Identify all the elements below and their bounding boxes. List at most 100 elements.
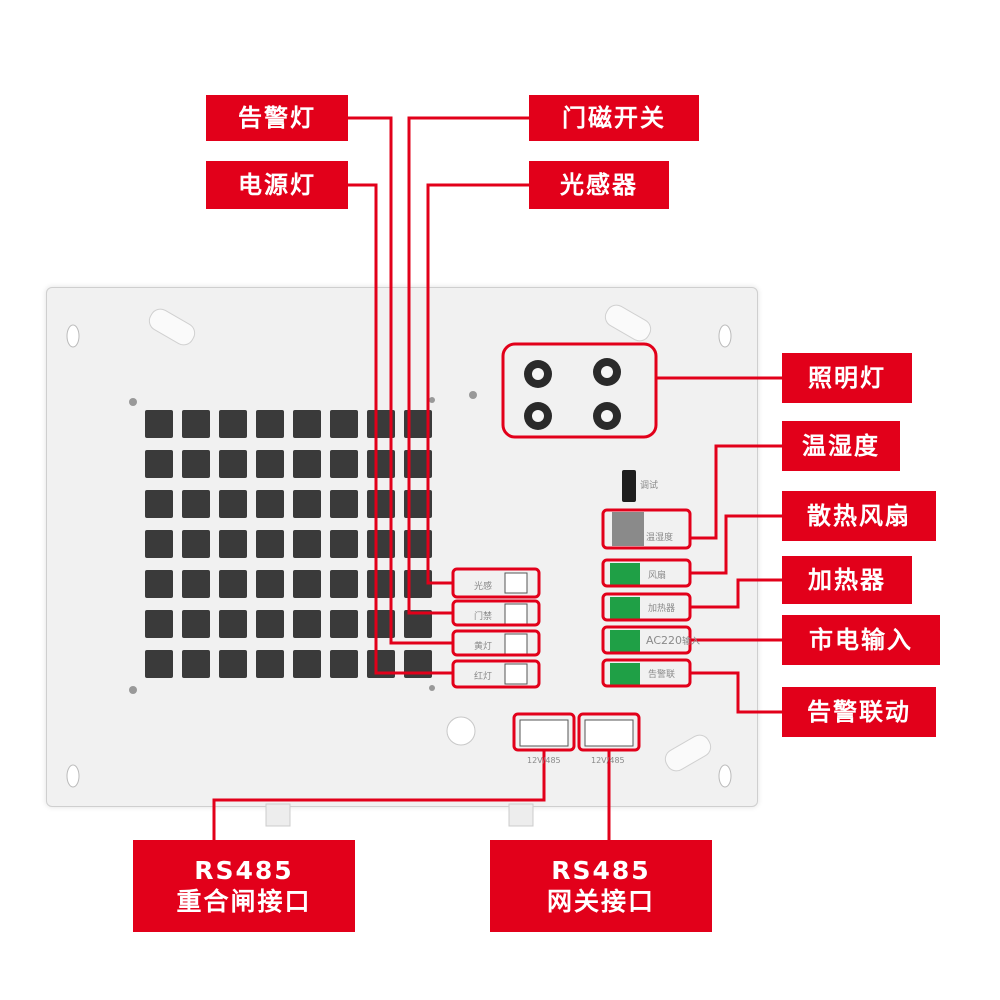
grille-slot	[256, 650, 284, 678]
screw	[129, 686, 137, 694]
cable-hole	[446, 716, 476, 746]
grille-slot	[219, 570, 247, 598]
grille-slot	[145, 530, 173, 558]
grille-slot	[219, 650, 247, 678]
grille-slot	[182, 490, 210, 518]
ring-leds	[501, 342, 658, 439]
grille-slot	[330, 450, 358, 478]
screw	[429, 397, 435, 403]
grille-slot	[182, 650, 210, 678]
yellow-light-header	[504, 633, 528, 655]
light-sensor-header	[504, 572, 528, 594]
red-light-header	[504, 663, 528, 685]
callout-alarm-linkage: 告警联动	[782, 687, 936, 737]
grille-slot	[145, 490, 173, 518]
grille-slot	[256, 570, 284, 598]
grille-slot	[145, 570, 173, 598]
label-door: 门禁	[474, 612, 493, 622]
label-yellow-light: 黄灯	[474, 642, 493, 652]
screw	[129, 398, 137, 406]
grille-slot	[293, 610, 321, 638]
grille-slot	[219, 490, 247, 518]
grille-slot	[145, 650, 173, 678]
grille-slot	[293, 650, 321, 678]
grille-slot	[404, 610, 432, 638]
mount-hole	[718, 764, 732, 788]
clip	[148, 308, 196, 346]
grille-slot	[330, 650, 358, 678]
label-port2: 12V/485	[591, 756, 625, 765]
grille-slot	[293, 410, 321, 438]
grille-slot	[145, 450, 173, 478]
leader-door	[407, 116, 529, 615]
callout-lighting: 照明灯	[782, 353, 912, 403]
callout-rs485-gateway: RS485 网关接口	[490, 840, 712, 932]
label-fan: 风扇	[648, 571, 667, 581]
grille-slot	[293, 450, 321, 478]
grille-slot	[219, 610, 247, 638]
mount-hole	[718, 324, 732, 348]
fan-connector	[610, 563, 640, 585]
grille-slot	[219, 530, 247, 558]
leader-port1	[212, 750, 546, 840]
grille-slot	[145, 410, 173, 438]
grille-slot	[293, 530, 321, 558]
clip	[664, 734, 712, 772]
ac220-connector	[610, 630, 640, 652]
screw	[429, 685, 435, 691]
grille-slot	[330, 530, 358, 558]
callout-temp-humidity: 温湿度	[782, 421, 900, 471]
leader-alarm-light	[348, 116, 453, 645]
grille-slot	[256, 450, 284, 478]
grille-slot	[330, 410, 358, 438]
ring-temp	[601, 508, 692, 550]
leader-light-sensor	[426, 183, 529, 585]
leader-alarm	[690, 671, 782, 714]
label-heater: 加热器	[648, 604, 676, 614]
callout-heater: 加热器	[782, 556, 912, 604]
grille-slot	[293, 490, 321, 518]
mount-hole	[66, 764, 80, 788]
leader-fan	[690, 514, 782, 575]
leader-power-light	[348, 183, 453, 675]
label-port1: 12V/485	[527, 756, 561, 765]
rs485-gateway-port	[584, 719, 634, 747]
tab	[508, 803, 534, 827]
callout-rs485-breaker: RS485 重合闸接口	[133, 840, 355, 932]
leader-heater	[690, 578, 782, 609]
grille-slot	[330, 570, 358, 598]
grille-slot	[145, 610, 173, 638]
door-header	[504, 603, 528, 625]
label-alarm: 告警联	[648, 670, 676, 680]
debug-port	[622, 470, 636, 502]
callout-cooling-fan: 散热风扇	[782, 491, 936, 541]
grille-slot	[182, 450, 210, 478]
heater-connector	[610, 597, 640, 619]
grille-slot	[256, 410, 284, 438]
fan-grille	[145, 410, 445, 690]
grille-slot	[182, 610, 210, 638]
grille-slot	[182, 410, 210, 438]
label-red-light: 红灯	[474, 672, 493, 682]
grille-slot	[256, 530, 284, 558]
mount-hole	[66, 324, 80, 348]
temp-humidity-connector	[612, 512, 644, 546]
grille-slot	[256, 490, 284, 518]
grille-slot	[293, 570, 321, 598]
grille-slot	[219, 450, 247, 478]
grille-slot	[256, 610, 284, 638]
callout-mains-input: 市电输入	[782, 615, 940, 665]
tab	[265, 803, 291, 827]
grille-slot	[219, 410, 247, 438]
callout-door-switch: 门磁开关	[529, 95, 699, 141]
callout-alarm-light: 告警灯	[206, 95, 348, 141]
screw	[469, 391, 477, 399]
label-debug: 调试	[640, 481, 659, 491]
grille-slot	[182, 570, 210, 598]
clip	[604, 304, 652, 342]
label-ac220: AC220输入	[646, 634, 701, 647]
grille-slot	[330, 610, 358, 638]
callout-light-sensor: 光感器	[529, 161, 669, 209]
leader-temp	[690, 444, 782, 540]
